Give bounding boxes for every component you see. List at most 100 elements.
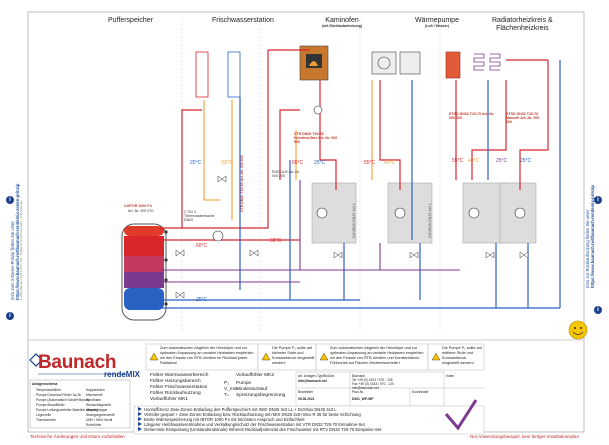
legend-item: Pumpe	[236, 381, 252, 386]
header-waermepumpe-label: Wärmepumpe	[415, 17, 459, 24]
tag-heizkreis-right: ETSD DN32 T20-70 Manuell Art.-Nr. 000 00…	[506, 112, 540, 124]
header-waermepumpe-sub: (Luft / Wasser)	[424, 24, 450, 28]
symbol-item: Rohrfühler	[86, 423, 102, 427]
logo-sub: rendeMIX	[104, 370, 141, 379]
temp-fw-cold: 25°C	[190, 160, 202, 166]
symbol-item: Kappenhahn	[86, 388, 105, 392]
bullet-item: Hocheffizienz Zwei-Zonen-Entladung des P…	[144, 407, 337, 412]
buffer-tank	[121, 223, 167, 321]
fw-station-cold-column	[227, 51, 241, 98]
tag-thermomixer: 2 TIN 3 Thermostatmischer DN20	[184, 210, 215, 222]
titleblock-col-plan: Plan-Nr.	[352, 390, 364, 394]
symbol-item: UMV / MKV-Ventil	[86, 418, 113, 422]
legend-item: Vorlauffühler MK2	[236, 373, 275, 378]
legend-item: Mindestumlauf	[236, 387, 268, 392]
symbol-item: Temperaturfühler	[36, 388, 61, 392]
symbol-item: Pumpe (Automatisch Schalt+Modul)	[36, 398, 89, 402]
bullet-item: Gehemmte Einspeisung (Umstandsrationale)…	[144, 427, 382, 432]
cold-return-pipes	[160, 60, 561, 309]
pumps	[212, 105, 526, 242]
symbol-item: Pumpe Leitungsverteiler Baseline abzweig	[36, 408, 99, 412]
legend-symbol: P₁	[224, 381, 229, 386]
titleblock-label: Art. Anlagen-Typ/Bild/Art.	[298, 374, 335, 378]
info-icon-left-2[interactable]: i	[6, 312, 14, 320]
legend-item: Fühler Rücklaufnutzung	[150, 391, 201, 396]
logo-brand: Baunach	[38, 352, 117, 373]
tag-storage-sub: Art.-Nr. 000 970	[128, 209, 154, 213]
hot-supply-pipes	[160, 49, 549, 241]
temp-buffer-hot: 60°C	[196, 243, 208, 249]
titleblock-col-bearbeiter: Bearbeiter	[298, 390, 314, 394]
info-icon-right-1[interactable]: i	[594, 196, 602, 204]
tag-duobox: DUVBOX DN25 3x3 L	[352, 202, 356, 238]
symbol-item: Pumpe Durchlauf Fühler 3a,3b	[36, 393, 81, 397]
symbol-item: Absperrklappe	[86, 408, 108, 412]
titleblock-date: 05.06.2021	[298, 397, 315, 401]
temp-kamin-cold: 25°C	[314, 160, 326, 166]
tag-ruela: RUELA-R Art.-Nr. 000 200	[272, 170, 300, 178]
note-rtb-radiators: Zum automatischen Abgleich der Heizköper…	[160, 346, 254, 365]
header-kaminofen: Kaminofen (mit Rücklaufanhebung)	[322, 17, 362, 28]
tag-storage: 2-BTOR 1000 P4	[124, 204, 152, 208]
temp-rad-return: 40°C	[468, 158, 480, 164]
baunach-logo: Baunach rendeMIX	[38, 352, 140, 379]
temp-kamin-hot: 65°C	[292, 160, 304, 166]
note-pump-p2: Die Pumpe P₂ sollte auf kleinster Stufe …	[272, 346, 315, 365]
bullet-item: Längerer Heißhwasserentnahme und Verkalk…	[144, 422, 365, 427]
header-radiator-label: Radiatorheizkreis &	[492, 17, 553, 24]
mixer-box-1	[311, 182, 357, 244]
mid-zone-pipes	[160, 180, 460, 283]
legend-item: Fühler Frischwasserstation	[150, 385, 208, 390]
temperature-sensors	[164, 230, 168, 306]
floor-heating-coil	[473, 53, 501, 71]
bullet-item: Verteiler gespart + Zwei-Zonen-Entladung…	[144, 412, 361, 417]
symbol-item: Legionelle	[36, 413, 52, 417]
symbol-item: Mischventil	[86, 393, 103, 397]
header-kaminofen-label: Kaminofen	[325, 17, 359, 24]
tag-vtr-kamin: VTR DN20 T60-90 Heimtest-Box Art.-Nr. 00…	[294, 132, 338, 144]
heatpump-unit	[371, 51, 421, 75]
legend-item: Fühler Heizungsbereich	[150, 379, 201, 384]
symbol-item: Pumpe Ablauffühler	[36, 403, 65, 407]
symbol-item: Thermometer	[36, 418, 56, 422]
footer-disclaimer-left: Technische Änderungen und Irrtum vorbeha…	[30, 434, 125, 439]
warning-icons	[149, 352, 441, 361]
header-frischwasserstation: Frischwasserstation	[212, 17, 274, 24]
titleblock-email: Info@baunach.net	[298, 379, 327, 383]
titleblock-index: Index	[446, 374, 455, 378]
symbol-item: Handhahn	[86, 398, 102, 402]
symbol-legend-frame	[29, 379, 131, 429]
tag-duobox-2: DUVBOX DN25 3x3 L	[428, 202, 432, 238]
temp-kamin-return: 60°C	[270, 238, 282, 244]
smiley-icon	[568, 320, 588, 340]
info-icon-right-2[interactable]: i	[594, 306, 602, 314]
header-pufferspeicher: Pufferspeicher	[108, 17, 154, 24]
header-radiator-label2: Flächenheizkreis	[496, 25, 549, 32]
temp-fbh-return: 25°C	[496, 158, 508, 164]
bullet-arrows	[138, 407, 142, 431]
info-icon-left-1[interactable]: i	[6, 196, 14, 204]
temp-fw-warm: 55°C	[222, 160, 234, 166]
bullet-item: Beste Wärmespeicherung mit rBTOR 1000 P4…	[144, 417, 305, 422]
titleblock-grid	[296, 372, 484, 406]
note-pump-p1: Die Pumpe P₁ sollte auf mittlerer Stufe …	[442, 346, 482, 365]
temp-wp-hot: 55°C	[364, 160, 376, 166]
header-radiatorheizkreis: Radiatorheizkreis & Flächenheizkreis	[492, 17, 553, 33]
mixer-box-4	[499, 182, 537, 244]
tag-heizkreis-left: ETSD DN32 T20-70 Art.-Nr. 000 000	[449, 112, 495, 120]
footer-disclaimer-right: Nur Anwendungsbeispiel, kein fertiger In…	[470, 434, 580, 439]
titleblock-col-kurz: Kurzinhalte	[412, 390, 429, 394]
mixer-box-2	[387, 182, 433, 244]
temp-fbh-cold: 25°C	[520, 158, 532, 164]
lower-info-frames	[133, 343, 485, 435]
titleblock-code: D301_WP-WP	[352, 397, 374, 401]
header-waermepumpe: Wärmepumpe (Luft / Wasser)	[415, 17, 459, 28]
titleblock-mail: info@baunach.net	[352, 386, 379, 390]
legend-item: Fühler Warmwasserbereich	[150, 373, 209, 378]
mid-temp-pipes	[203, 80, 373, 220]
valves	[175, 175, 529, 299]
titleblock-fax: Fax +49 (0) 2433 / 970 - 120	[352, 382, 394, 386]
logo-mark	[29, 353, 43, 367]
